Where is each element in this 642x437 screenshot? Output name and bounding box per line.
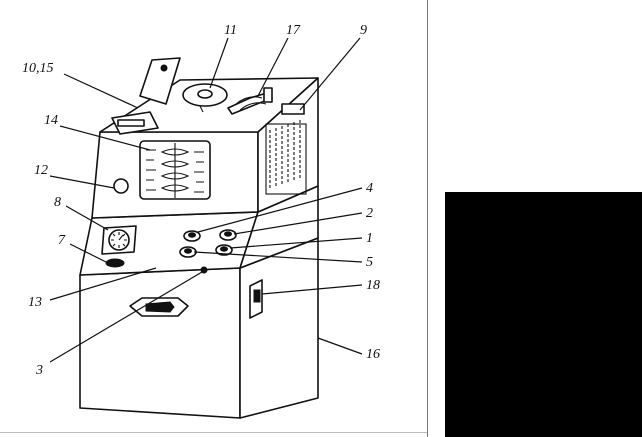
side-grille-slots	[269, 120, 301, 188]
side-grille	[265, 103, 307, 195]
disc-inner	[197, 89, 213, 99]
lower-cabinet-front	[79, 267, 241, 419]
button-4-core	[188, 232, 196, 238]
lower-cabinet-side	[239, 237, 319, 419]
leader-14	[59, 125, 151, 151]
label-17: 17	[286, 23, 301, 38]
switch-7	[105, 258, 125, 268]
top-disc	[182, 83, 228, 113]
label-3: 3	[35, 363, 43, 378]
side-grille-cap	[281, 103, 305, 115]
panel-divider	[427, 0, 428, 437]
leader-3	[49, 271, 203, 363]
leader-12	[49, 175, 115, 189]
leader-2	[233, 212, 363, 235]
cabinet-badge	[129, 297, 189, 317]
leader-16	[317, 337, 363, 355]
label-7: 7	[58, 233, 66, 248]
leader-lines	[49, 37, 363, 363]
knob-12-arc	[114, 178, 128, 183]
gauge-ticks	[111, 232, 127, 248]
leader-5	[193, 251, 363, 263]
lever-arms	[235, 96, 267, 111]
label-5: 5	[366, 255, 373, 270]
label-10-15: 10,15	[22, 61, 54, 76]
label-18: 18	[366, 278, 380, 293]
label-12: 12	[34, 163, 48, 178]
button-5-core	[184, 248, 192, 254]
indicator-3	[200, 266, 208, 274]
knob-12	[113, 178, 129, 194]
label-9: 9	[360, 23, 367, 38]
label-1: 1	[366, 231, 373, 246]
side-grille-frame	[265, 123, 307, 195]
leader-17	[257, 37, 289, 97]
disc-leg	[199, 105, 204, 113]
control-buttons	[179, 229, 237, 258]
leader-11	[209, 37, 229, 89]
label-4: 4	[366, 181, 373, 196]
lid-hole	[160, 64, 168, 72]
callout-labels: 10,15 11 17 9 14 12 8 7 4 2 1 5 13 18 3 …	[22, 23, 380, 378]
leader-9	[299, 37, 361, 111]
label-2: 2	[366, 206, 373, 221]
bottom-rule	[0, 432, 427, 433]
badge-arrow	[145, 301, 175, 313]
gauge-8	[101, 225, 137, 255]
lever-post	[263, 87, 273, 103]
lid-panel	[139, 57, 181, 105]
rotor-window	[139, 140, 211, 200]
label-16: 16	[366, 347, 380, 362]
lever-mechanism	[227, 87, 273, 115]
label-8: 8	[54, 195, 61, 210]
label-11: 11	[224, 23, 237, 38]
label-14: 14	[44, 113, 58, 128]
handle-grip	[253, 289, 261, 303]
leader-1	[229, 237, 363, 249]
black-block	[445, 192, 642, 437]
flip-lid	[111, 57, 181, 135]
leader-13	[49, 267, 157, 301]
button-2-core	[224, 231, 232, 237]
rotor-coils	[160, 148, 190, 192]
leader-7	[69, 243, 107, 263]
leader-10-15	[63, 73, 139, 109]
leader-4	[197, 187, 363, 233]
lid-slot	[117, 119, 145, 127]
side-handle-18	[249, 279, 263, 319]
label-13: 13	[28, 295, 42, 310]
leader-18	[261, 284, 363, 295]
button-1-core	[220, 246, 228, 252]
rotor-marks	[146, 149, 204, 193]
leader-8	[65, 205, 109, 231]
